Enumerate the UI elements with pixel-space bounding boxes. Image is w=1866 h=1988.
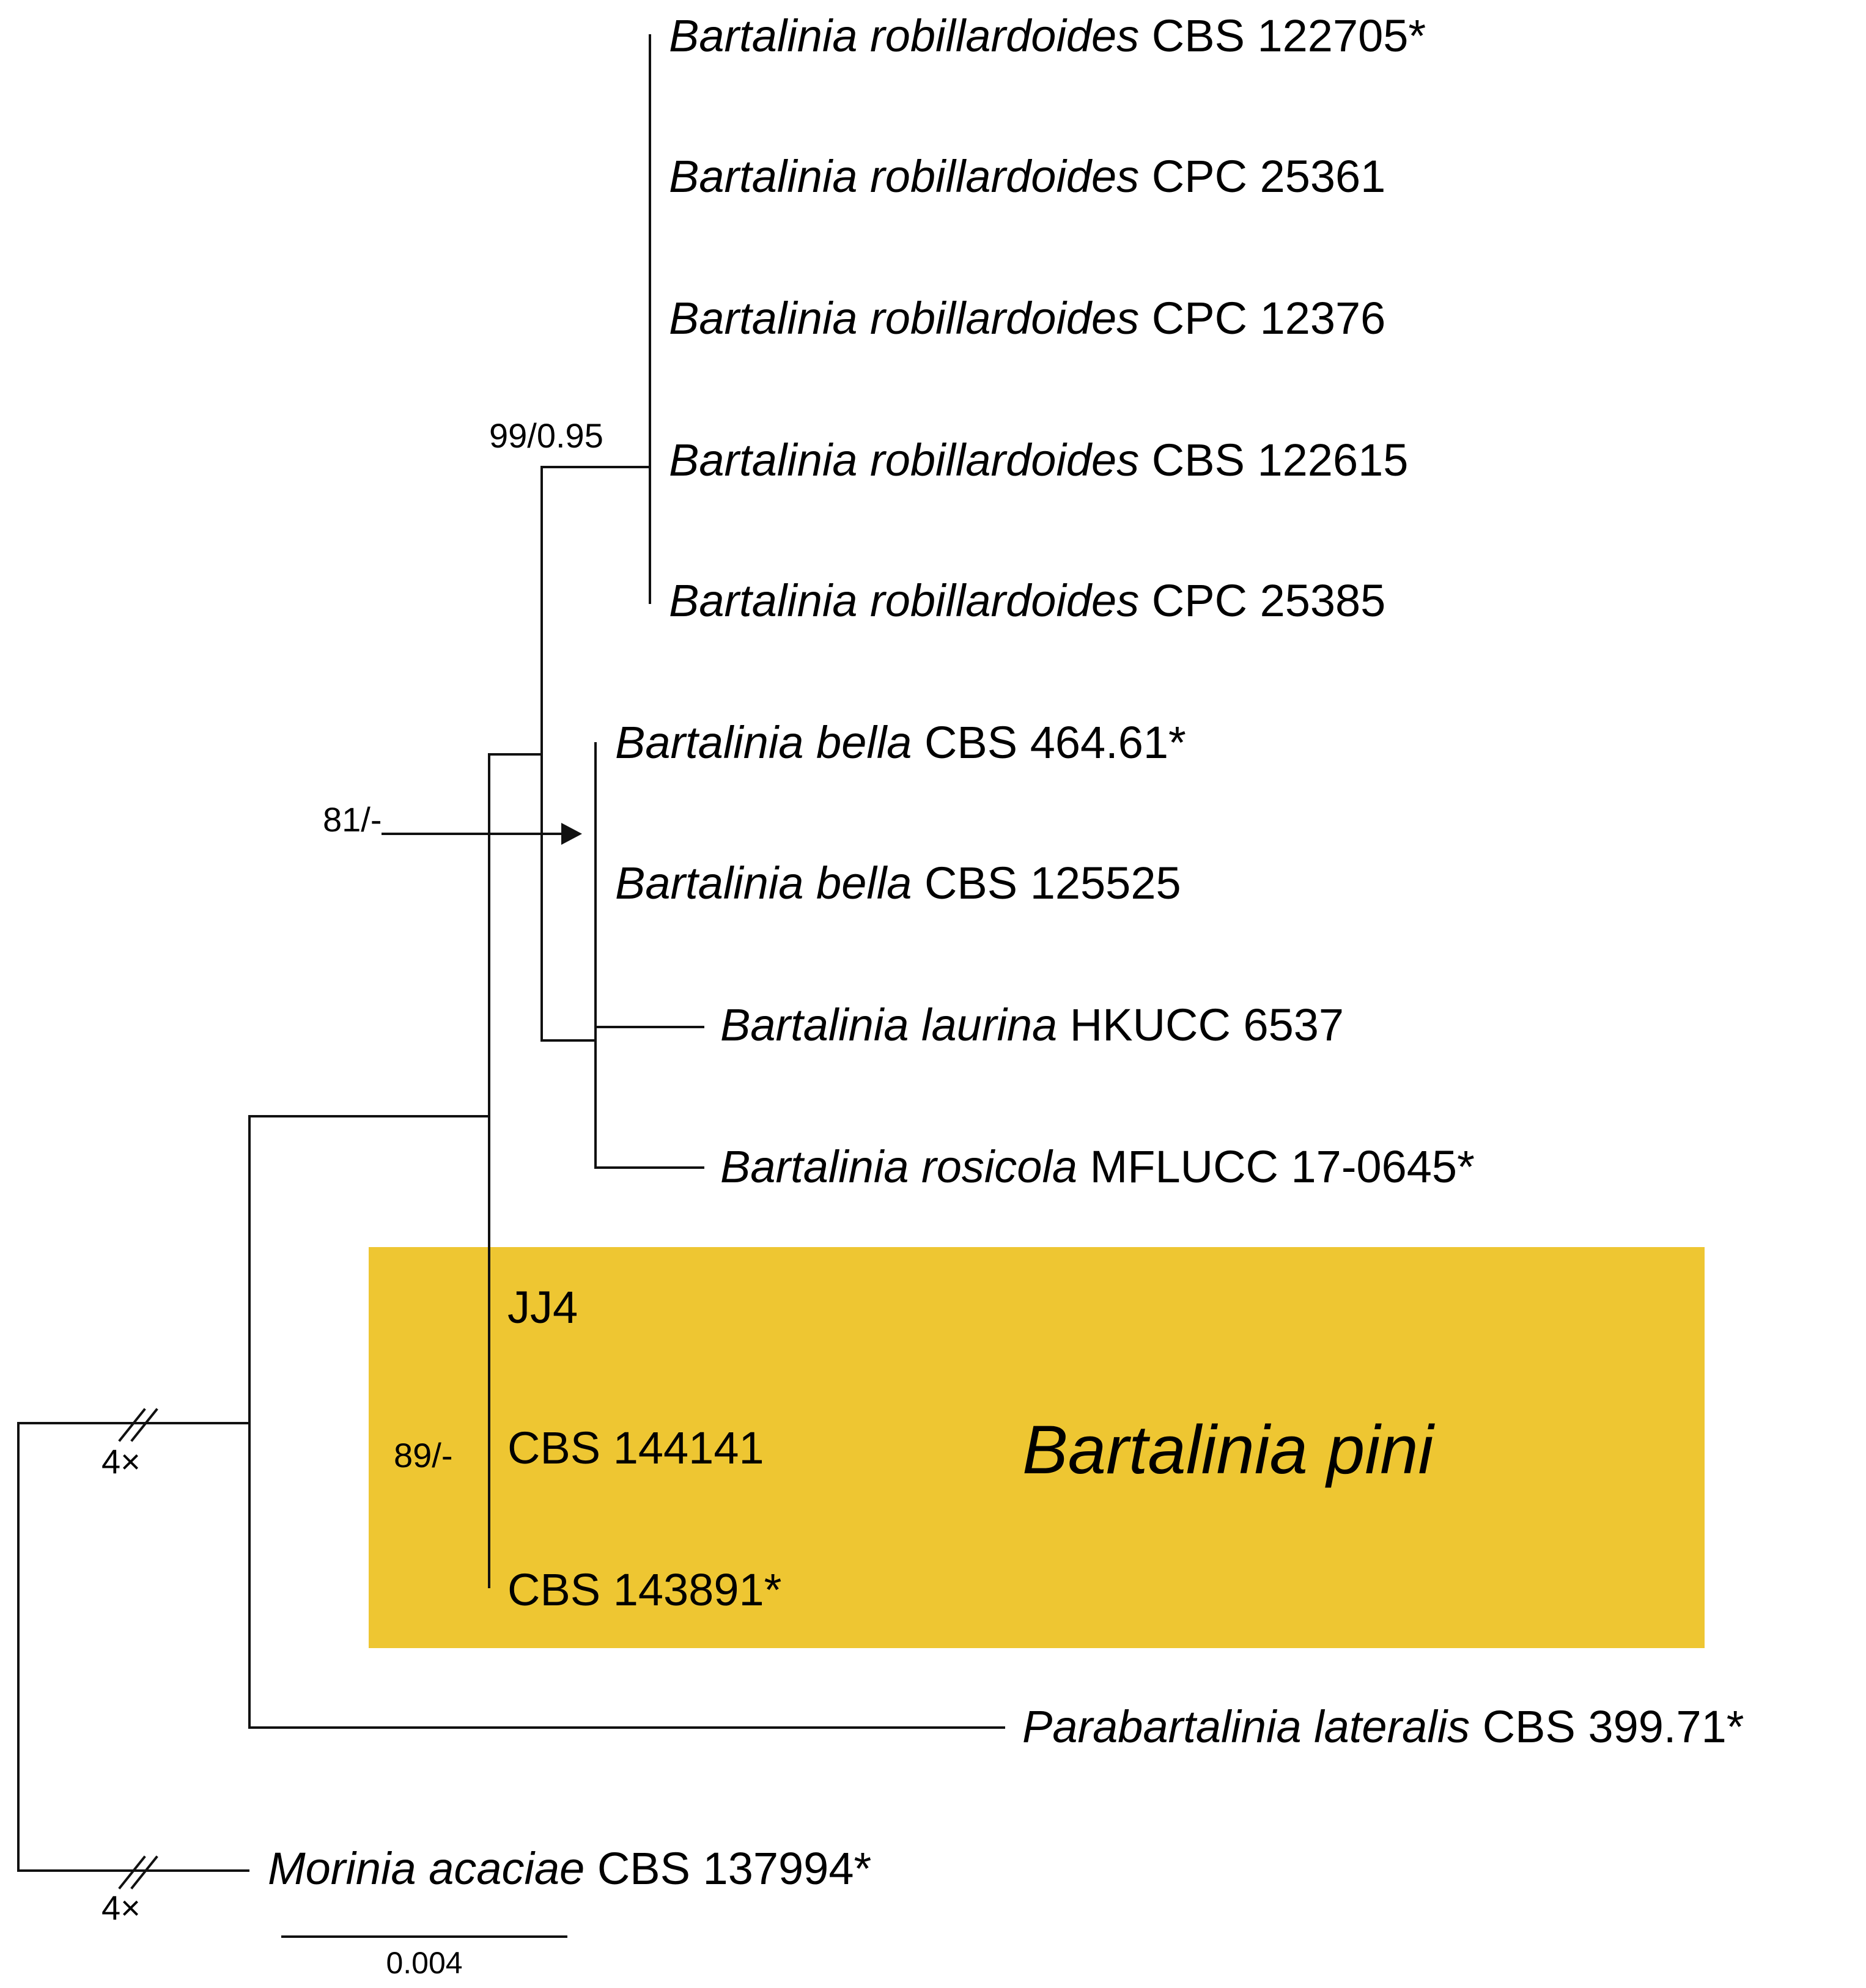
taxon-labels: Bartalinia robillardoides CBS 122705* Ba… bbox=[268, 10, 1744, 1894]
support-pini: 89/- bbox=[394, 1436, 453, 1474]
taxon-label-robillardoides-cpc25361: Bartalinia robillardoides CPC 25361 bbox=[669, 151, 1385, 202]
taxon-label-rosicola-mflucc170645: Bartalinia rosicola MFLUCC 17-0645* bbox=[720, 1141, 1475, 1192]
bartalinia-pini-highlight-box bbox=[369, 1247, 1705, 1648]
taxon-label-bella-cbs125525: Bartalinia bella CBS 125525 bbox=[615, 858, 1181, 908]
taxon-label-laurina-hkucc6537: Bartalinia laurina HKUCC 6537 bbox=[720, 1000, 1344, 1050]
taxon-label-cbs143891: CBS 143891* bbox=[507, 1564, 781, 1615]
break-mark-upper-2 bbox=[130, 1408, 158, 1442]
break-mark-lower-2 bbox=[130, 1855, 158, 1890]
break-label-lower: 4× bbox=[101, 1888, 141, 1927]
taxon-label-robillardoides-cpc25385: Bartalinia robillardoides CPC 25385 bbox=[669, 575, 1385, 626]
taxon-label-robillardoides-cbs122705: Bartalinia robillardoides CBS 122705* bbox=[669, 10, 1426, 61]
support-arrow-head bbox=[561, 823, 582, 845]
support-bella: 81/- bbox=[323, 800, 382, 839]
taxon-label-robillardoides-cbs122615: Bartalinia robillardoides CBS 122615 bbox=[669, 435, 1408, 485]
taxon-label-morinia-acaciae: Morinia acaciae CBS 137994* bbox=[268, 1843, 871, 1894]
taxon-label-parabartalinia-lateralis: Parabartalinia lateralis CBS 399.71* bbox=[1022, 1701, 1744, 1752]
support-robillardoides: 99/0.95 bbox=[489, 416, 603, 455]
support-values: 99/0.95 81/- 89/- bbox=[323, 416, 603, 1474]
break-mark-lower-1 bbox=[118, 1855, 146, 1890]
taxon-label-bella-cbs46461: Bartalinia bella CBS 464.61* bbox=[615, 717, 1186, 768]
break-mark-upper-1 bbox=[118, 1408, 146, 1442]
taxon-label-robillardoides-cpc12376: Bartalinia robillardoides CPC 12376 bbox=[669, 293, 1385, 344]
break-label-upper: 4× bbox=[101, 1442, 141, 1481]
taxon-label-cbs144141: CBS 144141 bbox=[507, 1423, 764, 1473]
scale-bar-label: 0.004 bbox=[386, 1946, 462, 1980]
taxon-label-jj4: JJ4 bbox=[507, 1282, 578, 1333]
clade-label-bartalinia-pini: Bartalinia pini bbox=[1022, 1412, 1436, 1488]
tree-branches bbox=[17, 34, 1005, 1938]
